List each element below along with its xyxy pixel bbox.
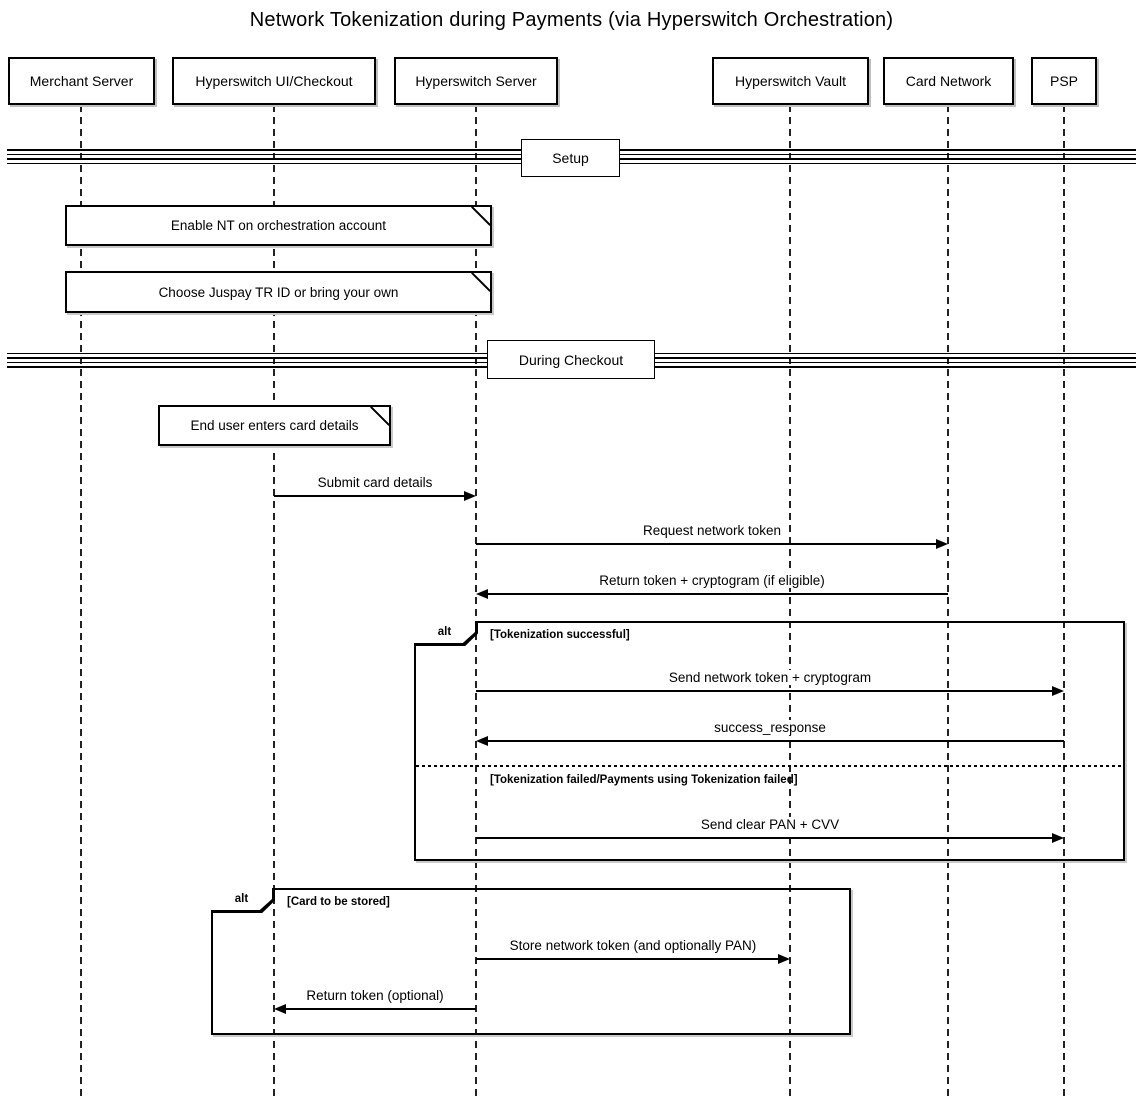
message-line — [274, 495, 465, 497]
note-fold-icon — [471, 206, 491, 226]
participant-label: Card Network — [905, 73, 992, 89]
note-choose-tr-id: Choose Juspay TR ID or bring your own — [65, 271, 492, 313]
arrowhead-icon — [476, 736, 488, 746]
message-text: Send clear PAN + CVV — [697, 817, 843, 832]
message-label: success_response — [476, 719, 1064, 737]
note-fold-icon — [471, 272, 491, 292]
message-label: Submit card details — [274, 474, 476, 492]
participant-hyperswitch-server: Hyperswitch Server — [394, 57, 558, 105]
lifeline-hyperswitch-vault — [789, 105, 791, 1097]
message-text: Send network token + cryptogram — [665, 670, 875, 685]
participant-label: Hyperswitch Vault — [734, 73, 846, 89]
message-line — [476, 543, 937, 545]
alt-else-divider — [416, 765, 1123, 767]
arrowhead-icon — [778, 954, 790, 964]
message-text: success_response — [711, 720, 829, 735]
message-line — [487, 740, 1064, 742]
message-line — [476, 837, 1053, 839]
lifeline-merchant-server — [80, 105, 82, 1097]
message-label: Return token (optional) — [274, 987, 476, 1005]
message-label: Request network token — [476, 522, 948, 540]
alt-condition: [Tokenization failed/Payments using Toke… — [490, 774, 798, 786]
alt-condition: [Card to be stored] — [287, 896, 390, 908]
message-text: Submit card details — [314, 475, 436, 490]
divider-label: Setup — [552, 150, 589, 166]
lifeline-card-network — [947, 105, 949, 1097]
alt-frame-tab: alt — [414, 621, 478, 646]
note-text: Choose Juspay TR ID or bring your own — [158, 284, 399, 300]
alt-frame-tab: alt — [211, 888, 275, 913]
message-line — [476, 690, 1053, 692]
alt-operator-label: alt — [414, 621, 475, 643]
alt-condition: [Tokenization successful] — [490, 629, 630, 641]
note-enable-nt: Enable NT on orchestration account — [65, 205, 492, 246]
message-line — [285, 1008, 476, 1010]
message-text: Store network token (and optionally PAN) — [506, 938, 760, 953]
divider-setup: Setup — [521, 139, 620, 177]
note-text: End user enters card details — [190, 418, 359, 433]
note-fold-icon — [370, 406, 390, 426]
alt-operator-label: alt — [211, 888, 272, 910]
participant-label: PSP — [1049, 73, 1078, 89]
arrowhead-icon — [1052, 833, 1064, 843]
message-text: Return token + cryptogram (if eligible) — [596, 573, 828, 588]
participant-card-network: Card Network — [883, 57, 1014, 105]
participant-merchant-server: Merchant Server — [8, 57, 155, 105]
participant-label: Merchant Server — [29, 73, 134, 89]
arrowhead-icon — [1052, 686, 1064, 696]
participant-label: Hyperswitch UI/Checkout — [195, 73, 353, 89]
alt-frame-card-storage: alt [Card to be stored] — [211, 888, 851, 1035]
participant-psp: PSP — [1031, 57, 1097, 105]
message-label: Return token + cryptogram (if eligible) — [476, 572, 948, 590]
message-label: Send clear PAN + CVV — [476, 816, 1064, 834]
arrowhead-icon — [936, 539, 948, 549]
arrowhead-icon — [476, 589, 488, 599]
note-end-user-card-details: End user enters card details — [158, 405, 391, 446]
divider-during-checkout: During Checkout — [487, 340, 655, 379]
note-text: Enable NT on orchestration account — [170, 218, 387, 233]
alt-frame-tokenization: alt [Tokenization successful] [Tokenizat… — [414, 621, 1125, 861]
arrowhead-icon — [464, 491, 476, 501]
lifeline-hyperswitch-server — [475, 105, 477, 1097]
message-label: Store network token (and optionally PAN) — [476, 937, 790, 955]
lifeline-hyperswitch-ui-checkout — [273, 105, 275, 1097]
diagram-title: Network Tokenization during Payments (vi… — [249, 9, 894, 31]
lifeline-psp — [1063, 105, 1065, 1097]
divider-label: During Checkout — [518, 351, 624, 368]
message-text: Request network token — [639, 523, 785, 538]
message-label: Send network token + cryptogram — [476, 669, 1064, 687]
arrowhead-icon — [274, 1004, 286, 1014]
message-text: Return token (optional) — [303, 988, 447, 1003]
participant-hyperswitch-vault: Hyperswitch Vault — [712, 57, 869, 105]
participant-label: Hyperswitch Server — [415, 73, 537, 89]
participant-hyperswitch-ui-checkout: Hyperswitch UI/Checkout — [172, 57, 376, 105]
message-line — [476, 958, 779, 960]
message-line — [487, 593, 948, 595]
